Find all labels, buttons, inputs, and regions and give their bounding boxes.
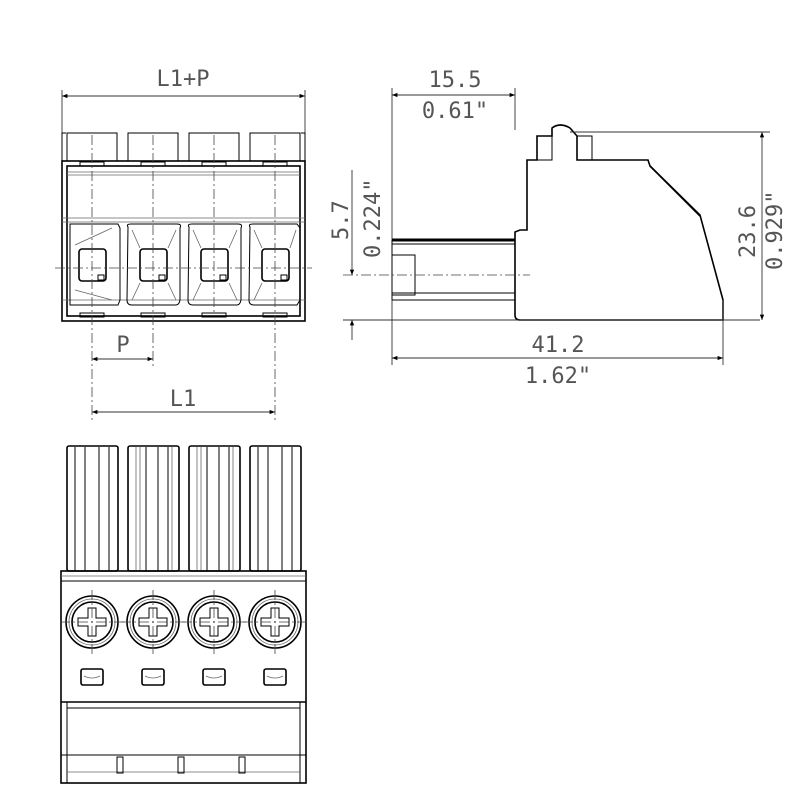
dim-overall-label: L1+P [157,67,210,92]
grip-2 [127,445,180,572]
dim-offset-mm: 5.7 [329,200,354,240]
phillips-screw-icon-1 [60,590,124,654]
wire-entry-2 [126,223,182,306]
wire-entry-1 [69,223,121,306]
phillips-screw-icon-4 [243,590,307,654]
dim-depth-mm: 15.5 [429,68,482,93]
dim-length-in: 1.62" [525,364,591,389]
dim-offset-in: 0.224" [361,179,386,258]
grip-4 [249,445,302,572]
test-opening-icon-1 [80,668,104,686]
grip-1 [66,445,119,572]
wire-entry-4 [248,223,301,306]
wire-entry-3 [187,223,243,306]
test-opening-icon-3 [202,668,226,686]
grip-3 [188,445,241,572]
dim-length-mm: 41.2 [532,333,585,358]
dim-depth-in: 0.61" [422,99,488,124]
front-view: L1+P [55,67,312,420]
test-opening-icon-2 [141,668,165,686]
dim-height-mm: 23.6 [736,205,761,258]
dim-span-label: L1 [170,387,197,412]
test-opening-icon-4 [263,668,287,686]
phillips-screw-icon-3 [182,590,246,654]
dim-height-in: 0.929" [763,191,788,270]
dim-pitch-label: P [116,333,129,358]
top-view [60,445,307,784]
side-view: 15.5 0.61" 5.7 0.224" 23.6 0.929" 41.2 1… [329,68,788,389]
phillips-screw-icon-2 [121,590,185,654]
